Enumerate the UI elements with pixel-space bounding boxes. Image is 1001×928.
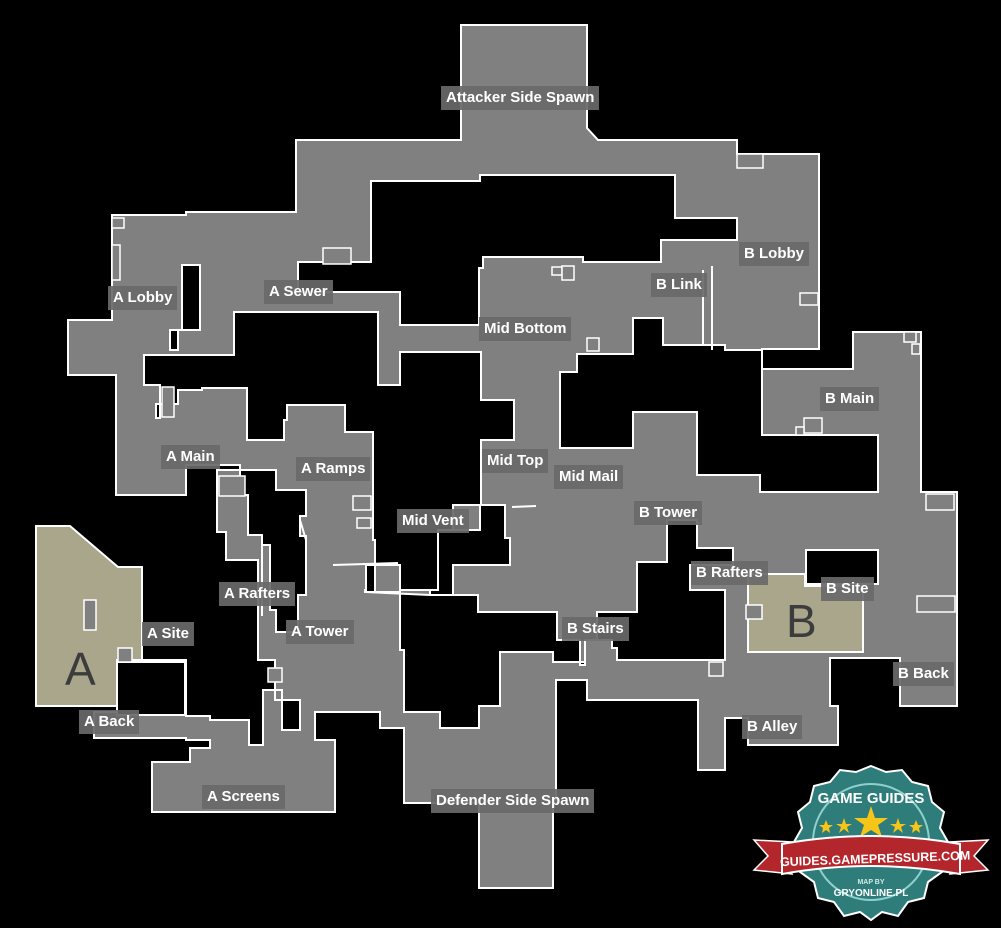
callout-a-site: A Site	[142, 622, 194, 646]
callout-mid-bottom: Mid Bottom	[479, 317, 572, 341]
callout-b-alley: B Alley	[742, 715, 803, 739]
site-letter-a: A	[65, 643, 96, 695]
badge-title: GAME GUIDES	[817, 790, 925, 807]
callout-a-back: A Back	[79, 710, 140, 734]
callout-b-tower: B Tower	[634, 501, 703, 525]
callout-defender-side-spawn: Defender Side Spawn	[431, 789, 595, 813]
callout-mid-mail: Mid Mail	[554, 465, 624, 489]
map-props	[83, 153, 956, 683]
site-letter-b: B	[786, 595, 817, 647]
callout-mid-vent: Mid Vent	[397, 509, 469, 533]
callout-a-screens: A Screens	[202, 785, 285, 809]
star-icon	[819, 806, 923, 837]
callout-a-ramps: A Ramps	[296, 457, 371, 481]
badge-credit-line1: MAP BY	[857, 879, 885, 886]
callout-a-rafters: A Rafters	[219, 582, 296, 606]
badge-graphic	[752, 764, 990, 922]
callout-a-tower: A Tower	[286, 620, 354, 644]
callout-b-main: B Main	[820, 387, 880, 411]
callout-b-link: B Link	[651, 273, 707, 297]
callout-b-back: B Back	[893, 662, 954, 686]
callout-a-main: A Main	[161, 445, 220, 469]
callout-attacker-side-spawn: Attacker Side Spawn	[441, 86, 600, 110]
gamepressure-logo: GAME GUIDES GUIDES.GAMEPRESSURE.COM MAP …	[752, 762, 990, 922]
callout-b-lobby: B Lobby	[739, 242, 809, 266]
callout-b-site: B Site	[821, 577, 874, 601]
callout-b-stairs: B Stairs	[562, 617, 629, 641]
callout-a-sewer: A Sewer	[264, 280, 333, 304]
callout-b-rafters: B Rafters	[691, 561, 768, 585]
badge-credit-line2: GRYONLINE.PL	[833, 888, 909, 899]
callout-mid-top: Mid Top	[482, 449, 549, 473]
callout-a-lobby: A Lobby	[108, 286, 178, 310]
